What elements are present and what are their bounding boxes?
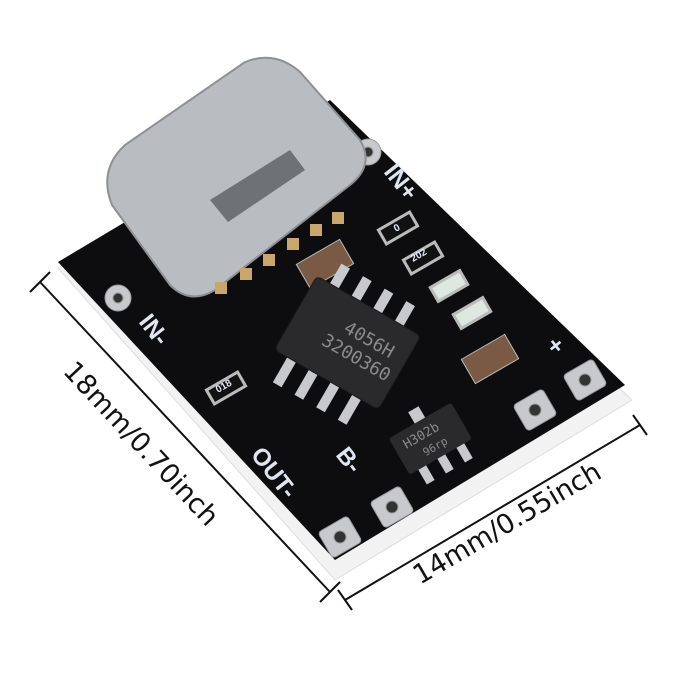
passive-components: 0 202 018 xyxy=(204,210,520,406)
usb-c-connector xyxy=(106,56,367,298)
transistor: H302b 96rp xyxy=(389,403,473,485)
solder-pads xyxy=(104,138,607,558)
resistor-r1: 0 xyxy=(392,222,403,235)
charger-chip: 4056H 3200360 xyxy=(272,263,420,425)
